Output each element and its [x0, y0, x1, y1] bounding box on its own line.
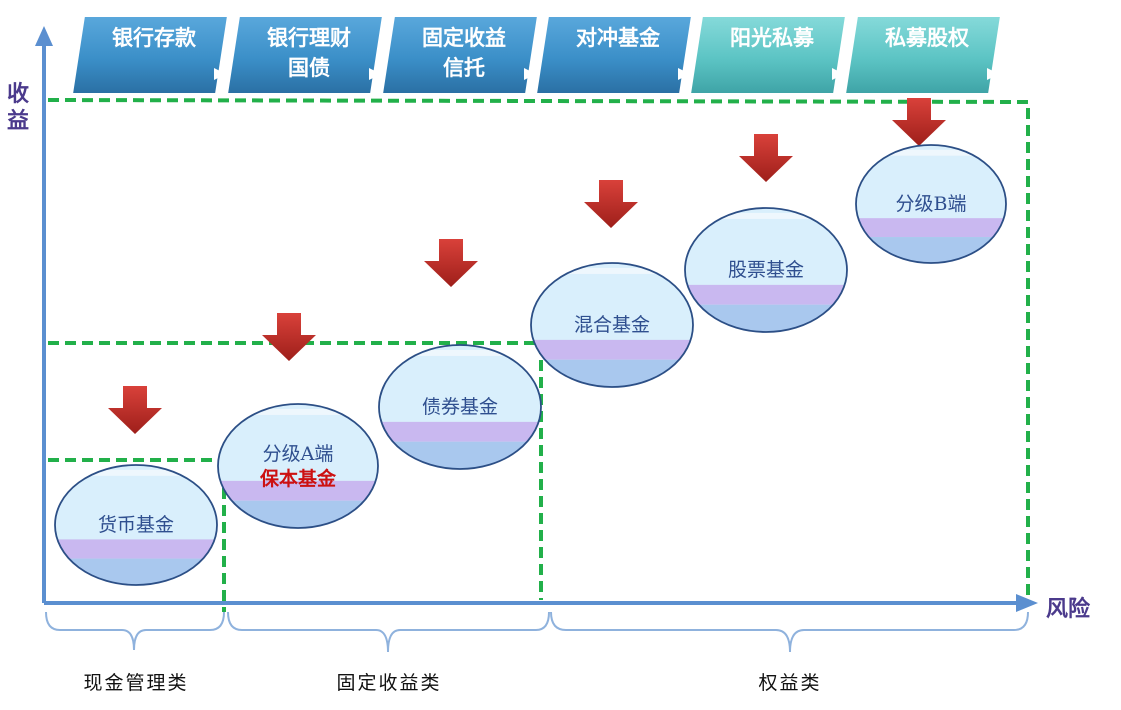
fund-label: 分级A端	[263, 443, 334, 465]
fund-bubble-1: 货币基金	[54, 464, 218, 586]
banner-1: 银行存款	[70, 15, 230, 95]
fund-bubble-outline	[684, 207, 848, 333]
down-arrow-icon	[424, 239, 478, 287]
arrow-group	[108, 98, 946, 434]
fund-label: 分级B端	[896, 193, 967, 215]
category-label-equity: 权益类	[758, 672, 821, 694]
y-axis-label-char-1: 收	[7, 81, 29, 107]
x-axis-label: 风险	[1046, 596, 1091, 622]
banner-row: 银行存款银行理财国债固定收益信托对冲基金阳光私募私募股权	[70, 15, 1003, 95]
banner-chevron-icon	[524, 68, 536, 80]
banner-4: 对冲基金	[534, 15, 694, 95]
brace-fixed	[227, 611, 550, 653]
banner-label: 信托	[443, 56, 485, 80]
fund-label: 混合基金	[574, 314, 650, 336]
banner-chevron-icon	[369, 68, 381, 80]
banner-label: 银行存款	[112, 26, 197, 50]
fund-bubble-outline	[217, 403, 379, 529]
banner-label: 对冲基金	[576, 26, 661, 50]
down-arrow-icon	[739, 134, 793, 182]
banner-label: 阳光私募	[730, 26, 815, 50]
banner-6: 私募股权	[843, 15, 1003, 95]
fund-bubble-outline	[530, 262, 694, 388]
fund-bubble-3: 债券基金	[378, 344, 542, 470]
fund-bubble-5: 股票基金	[684, 207, 848, 333]
banner-label: 银行理财	[267, 26, 351, 50]
brace-cash	[45, 611, 225, 651]
fund-bubble-outline	[378, 344, 542, 470]
banner-chevron-icon	[214, 68, 226, 80]
banner-5: 阳光私募	[688, 15, 848, 95]
outer-dashed-box	[47, 98, 1030, 596]
brace-equity	[550, 611, 1029, 653]
fund-label: 债券基金	[422, 396, 498, 418]
category-label-fixed-income: 固定收益类	[336, 672, 441, 694]
category-label-cash: 现金管理类	[83, 672, 188, 694]
down-arrow-icon	[262, 313, 316, 361]
banner-label: 国债	[288, 56, 330, 80]
banner-chevron-icon	[678, 68, 690, 80]
banner-shape	[225, 15, 385, 95]
banner-shape	[843, 15, 1003, 95]
banner-chevron-icon	[832, 68, 844, 80]
fund-bubble-outline	[54, 464, 218, 586]
fund-bubble-4: 混合基金	[530, 262, 694, 388]
down-arrow-icon	[108, 386, 162, 434]
fund-bubble-outline	[855, 144, 1007, 264]
axes	[35, 26, 1038, 612]
x-axis-arrowhead	[1016, 594, 1038, 612]
banner-shape	[688, 15, 848, 95]
category-braces	[45, 611, 1029, 653]
banner-label: 私募股权	[885, 26, 969, 50]
y-axis-arrowhead	[35, 26, 53, 46]
banner-shape	[534, 15, 694, 95]
y-axis-label-char-2: 益	[7, 108, 29, 134]
banner-chevron-icon	[987, 68, 999, 80]
fund-bubble-6: 分级B端	[855, 144, 1007, 264]
fund-label-highlight: 保本基金	[259, 467, 337, 490]
fund-label: 货币基金	[98, 514, 174, 536]
banner-shape	[380, 15, 540, 95]
banner-shape	[70, 15, 230, 95]
fund-label: 股票基金	[728, 259, 804, 281]
down-arrow-icon	[584, 180, 638, 228]
banner-label: 固定收益	[422, 26, 506, 50]
down-arrow-icon	[892, 98, 946, 146]
